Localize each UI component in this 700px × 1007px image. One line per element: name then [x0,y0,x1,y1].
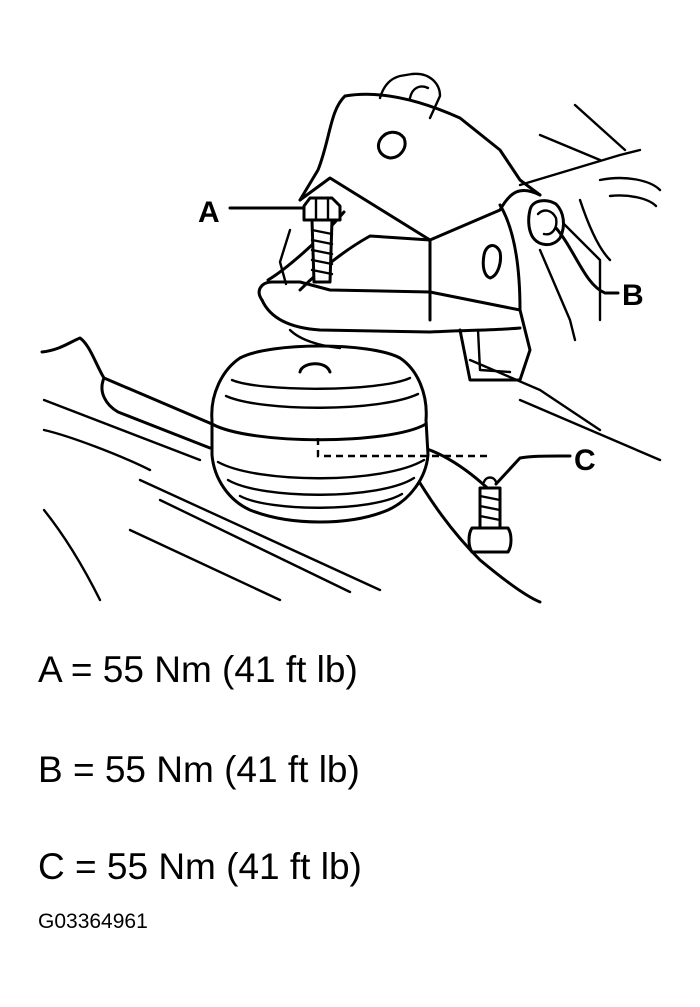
callout-b-label: B [622,279,644,312]
rubber-mount [210,344,490,524]
callout-a-label: A [198,196,220,229]
torque-spec-b: B = 55 Nm (41 ft lb) [38,749,360,790]
torque-spec-c: C = 55 Nm (41 ft lb) [38,846,362,887]
callout-leaders [228,206,620,486]
torque-spec-a: A = 55 Nm (41 ft lb) [38,649,358,690]
bolt-c [467,476,513,554]
figure-id: G03364961 [38,910,148,933]
bolt-a [278,196,342,286]
engine-mount-diagram: A B C [40,72,662,604]
bolt-b [527,199,565,246]
mount-bracket [257,72,662,382]
callout-c-label: C [574,444,596,477]
